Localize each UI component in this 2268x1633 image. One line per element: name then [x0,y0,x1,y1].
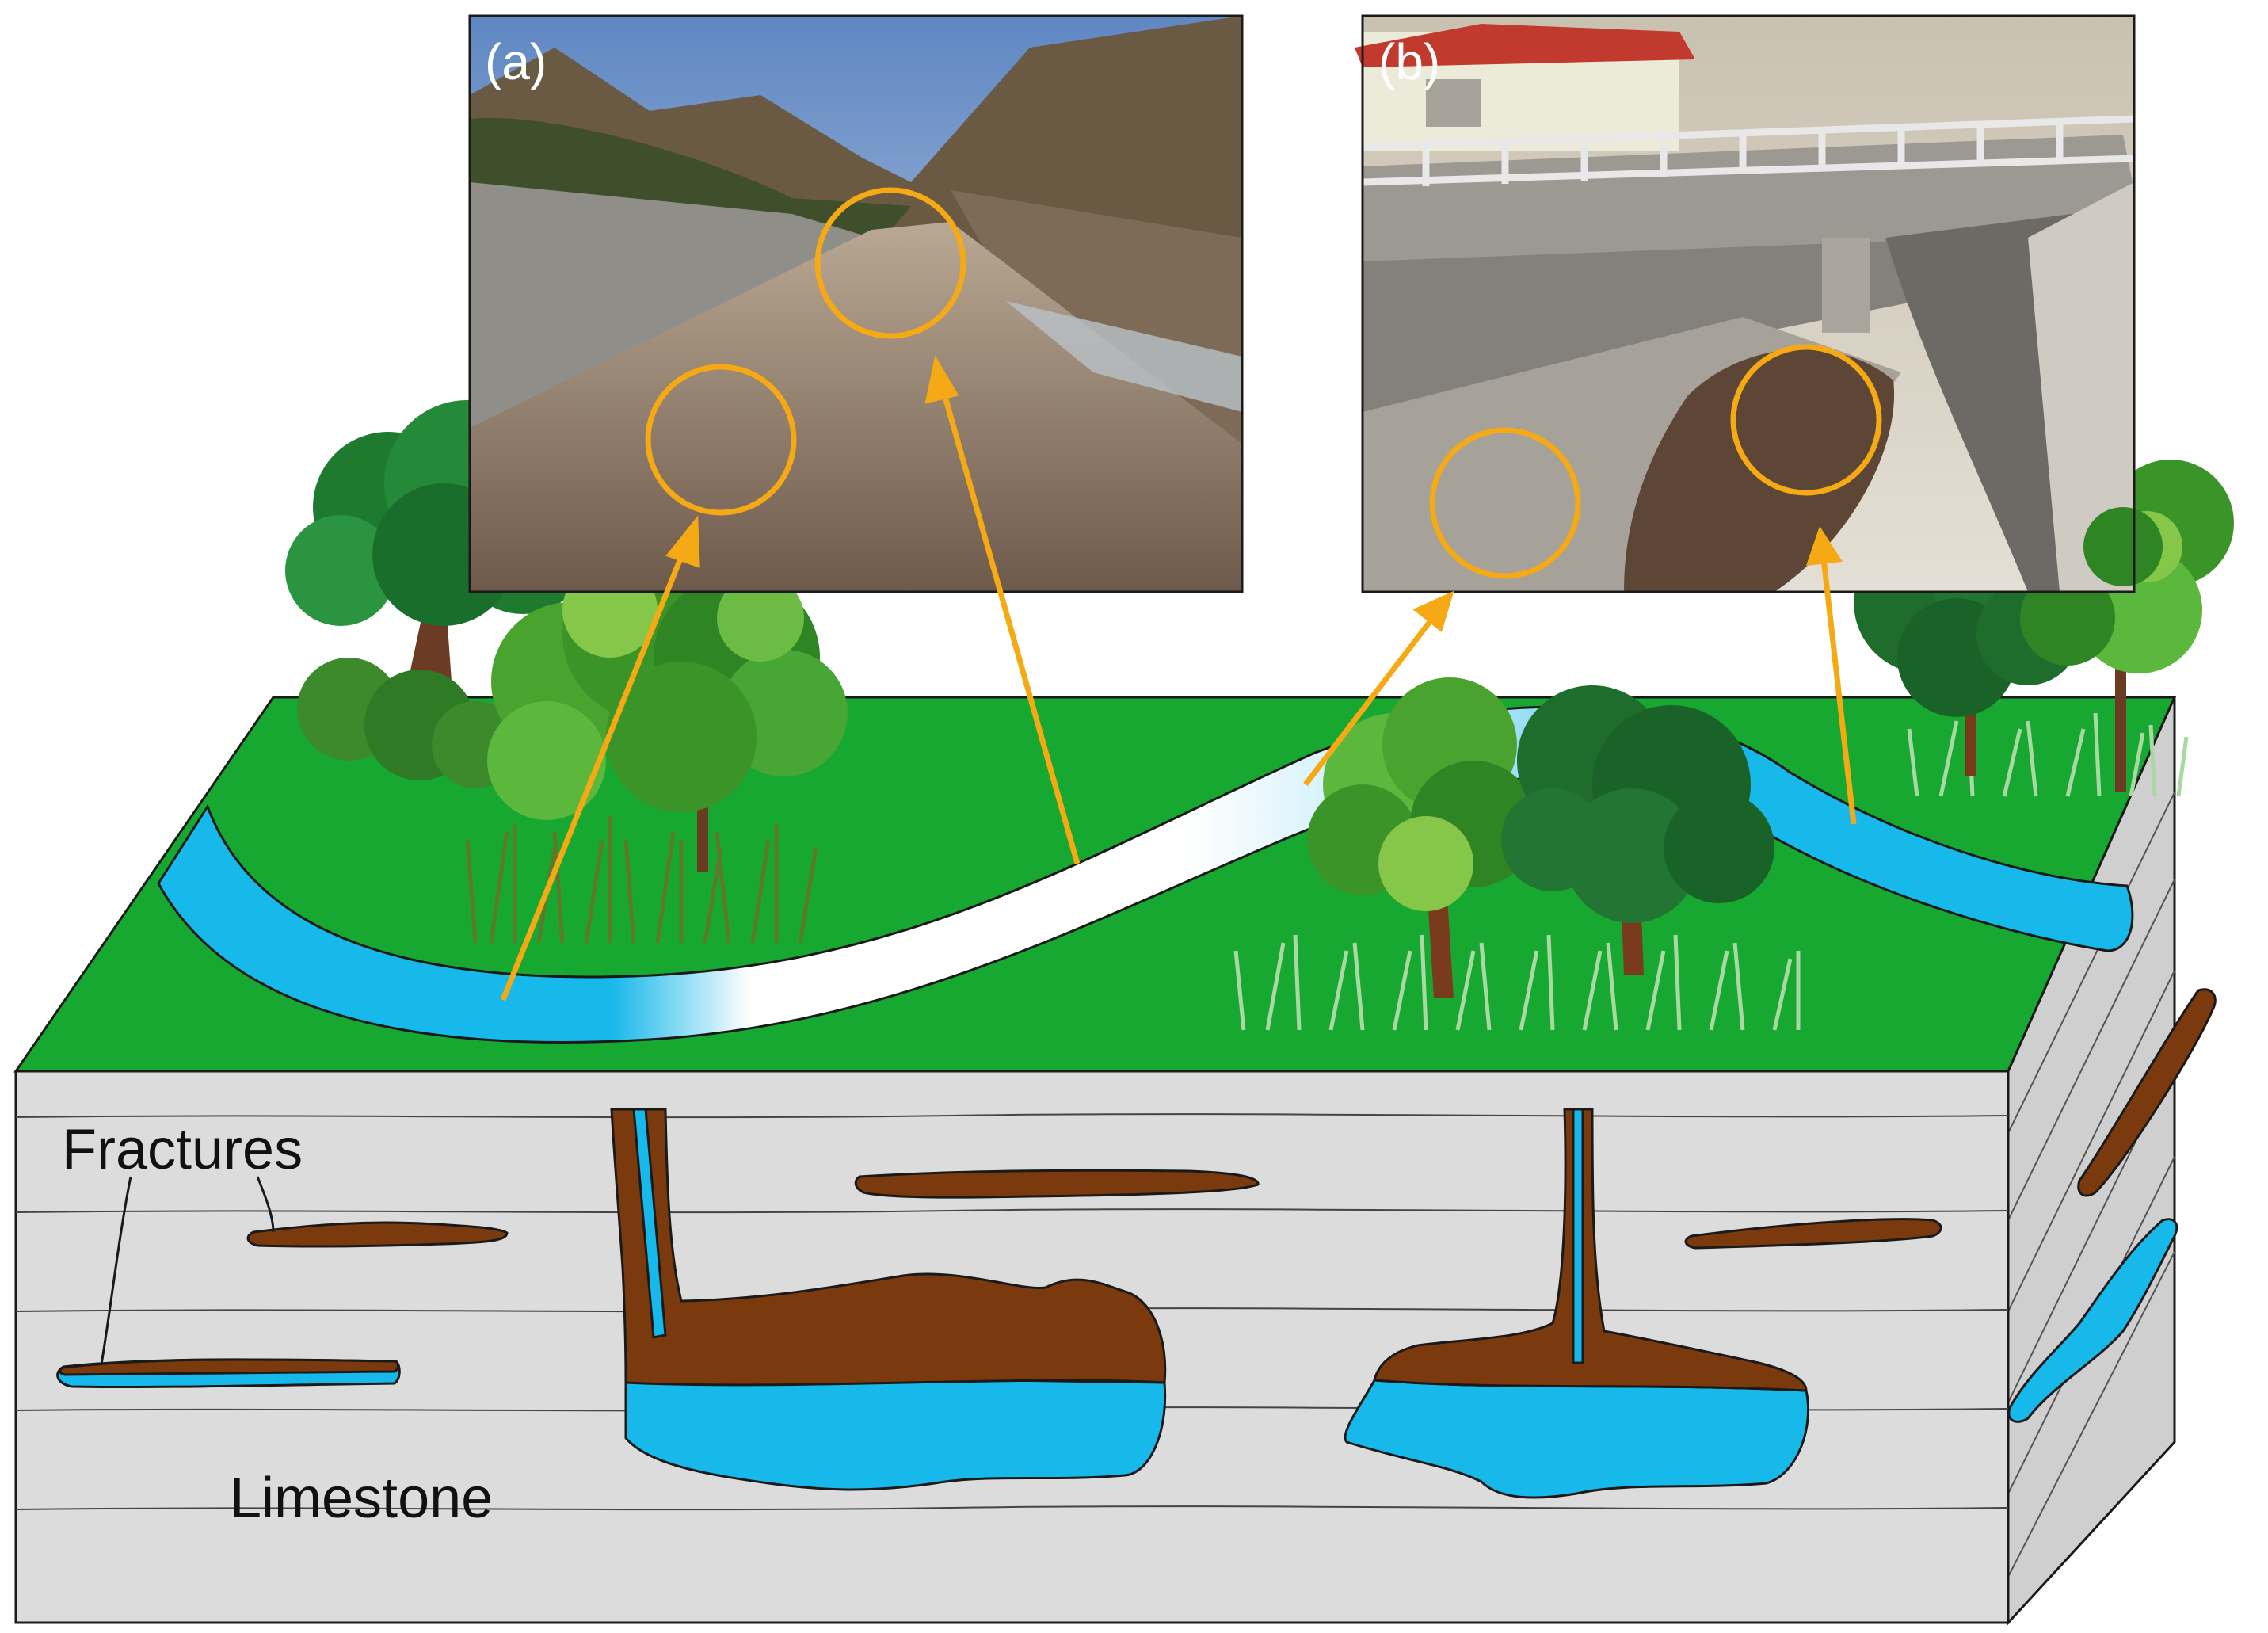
sediment-fracture [59,1358,399,1376]
marker-circle [814,187,966,339]
arrow-head [1412,590,1454,632]
sediment-fracture [854,1169,1260,1199]
arrow-line [1820,558,1857,825]
pointer-arrows [500,355,1857,1002]
arrow-line [940,387,1081,864]
marker-circle [1730,344,1882,496]
river-channel [157,705,2134,1044]
tree-icon [1307,677,1537,998]
fractures-leader-line [256,1176,275,1233]
sediment-fracture [1684,1218,1942,1250]
photo-b: (b) [1355,14,2163,593]
photo-a-label: (a) [485,33,547,90]
conduit-water [632,1108,667,1339]
arrow-head [1805,526,1843,567]
cavity-sediment [1373,1108,1808,1392]
conduit-water [1572,1108,1584,1364]
cavity-sediment [610,1108,1167,1387]
tree-icon [1501,685,1774,975]
sediment-fracture [246,1221,509,1248]
arrow-line [500,545,688,1002]
side-sediment-fracture [2077,988,2217,1197]
fracture-cavities [56,988,2217,1499]
cavity-water [624,1373,1167,1491]
marker-circle [1429,427,1581,579]
fractures-label: Fractures [62,1118,303,1181]
side-water-fracture [2007,1218,2178,1423]
fractures-leader-line [100,1176,132,1365]
arrow-line [1303,614,1436,787]
limestone-label: Limestone [230,1467,493,1530]
grass-tuft-icon [1233,934,1801,1031]
arrow-head [924,355,959,404]
arrow-head [665,515,700,569]
marker-circle [645,364,797,516]
photo-b-label: (b) [1378,33,1440,90]
photo-a: (a) [468,14,1244,593]
